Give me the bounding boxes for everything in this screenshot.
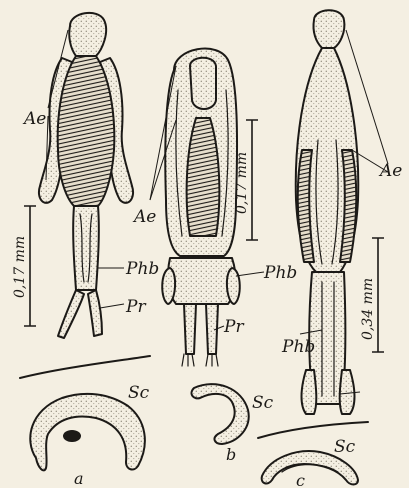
label-panel-a: a [74, 469, 84, 488]
label-ae-a: Ae [22, 109, 46, 129]
label-pr-b: Pr [223, 317, 244, 337]
specimen-b-phallobase [168, 258, 235, 304]
label-sc-c: Sc [334, 437, 356, 457]
label-panel-c: c [296, 471, 305, 488]
specimen-c-prong-left [302, 370, 317, 414]
scale-bar-a: 0,17 mm [12, 206, 36, 326]
specimen-b-aedeagus [187, 118, 220, 236]
plate-a-outline [30, 394, 145, 471]
plate-a-dark-spot [63, 430, 81, 442]
scale-bar-b-label: 0,17 mm [234, 152, 250, 214]
specimen-b-prong-left [184, 304, 196, 354]
specimen-a [39, 13, 133, 338]
specimen-a-aedeagus [58, 56, 115, 206]
label-ae-b: Ae [132, 207, 156, 227]
label-ae-c: Ae [378, 161, 402, 181]
scale-bar-c-label: 0,34 mm [360, 278, 376, 340]
specimen-c-prong-right [340, 370, 355, 414]
specimen-c-apex [313, 10, 344, 48]
label-sc-b: Sc [252, 393, 274, 413]
specimen-a-prong-right [88, 290, 102, 336]
specimen-a-phallobase [73, 206, 99, 290]
label-pr-a: Pr [125, 297, 146, 317]
plate-b [192, 384, 249, 444]
plate-b-outline [192, 384, 249, 444]
label-phb-b: Phb [263, 263, 297, 283]
specimen-a-apex [69, 13, 106, 56]
label-panel-b: b [226, 445, 236, 464]
label-phb-c: Phb [281, 337, 315, 357]
divider-stroke-a [20, 356, 150, 378]
label-phb-a: Phb [125, 259, 159, 279]
specimen-a-prong-left [58, 290, 84, 338]
divider-stroke-c [258, 422, 368, 438]
specimen-b-phallobase-lobe-right [227, 268, 240, 304]
label-sc-a: Sc [128, 383, 150, 403]
scale-bar-a-label: 0,17 mm [12, 236, 28, 298]
scale-bar-c: 0,34 mm [360, 238, 384, 352]
specimen-b-phallobase-lobe-left [162, 268, 175, 304]
plate-a [30, 394, 145, 471]
